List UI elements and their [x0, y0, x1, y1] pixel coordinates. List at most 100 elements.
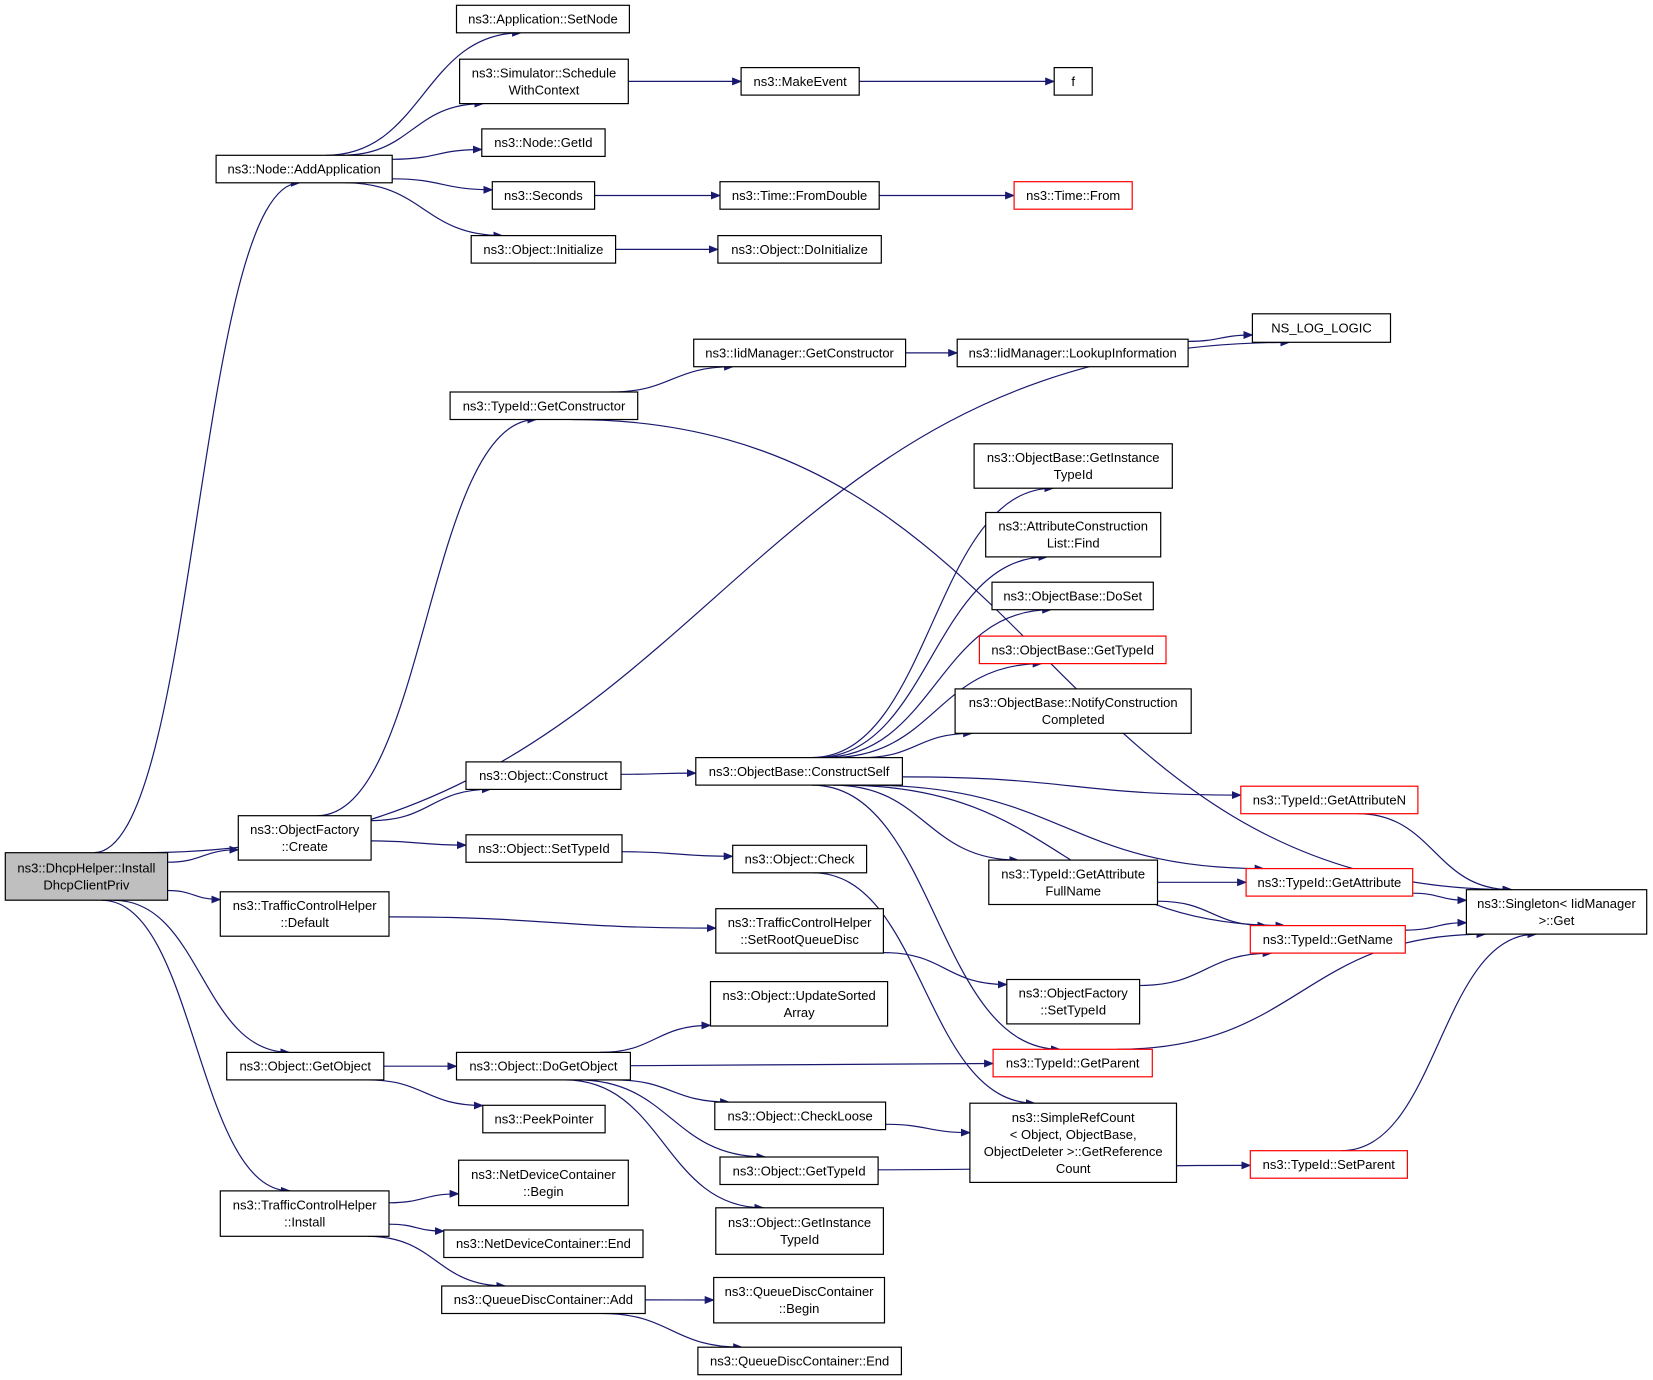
node-label-line: ns3::PeekPointer	[494, 1112, 594, 1127]
node-notify[interactable]: ns3::ObjectBase::NotifyConstructionCompl…	[954, 688, 1192, 734]
node-box	[219, 891, 390, 937]
node-doset[interactable]: ns3::ObjectBase::DoSet	[991, 581, 1154, 611]
node-box	[969, 1102, 1178, 1183]
node-setparent[interactable]: ns3::TypeId::SetParent	[1249, 1150, 1409, 1179]
node-getparent[interactable]: ns3::TypeId::GetParent	[992, 1048, 1153, 1078]
node-ofcreate[interactable]: ns3::ObjectFactory::Create	[237, 815, 372, 861]
node-seconds[interactable]: ns3::Seconds	[491, 181, 596, 210]
edge-dogetobject-to-getparent	[630, 1059, 995, 1068]
node-simplerefcount[interactable]: ns3::SimpleRefCount< Object, ObjectBase,…	[969, 1102, 1178, 1183]
edge-tchinstall-to-ndcbegin	[388, 1189, 460, 1204]
node-check[interactable]: ns3::Object::Check	[732, 844, 868, 874]
node-getobject[interactable]: ns3::Object::GetObject	[226, 1051, 385, 1081]
node-makeevent[interactable]: ns3::MakeEvent	[740, 66, 860, 96]
node-dogetobject[interactable]: ns3::Object::DoGetObject	[455, 1051, 631, 1081]
node-nslog[interactable]: NS_LOG_LOGIC	[1251, 313, 1392, 343]
node-box	[1249, 924, 1406, 954]
node-label-line: ::SetRootQueueDisc	[740, 932, 859, 947]
node-f[interactable]: f	[1053, 66, 1093, 96]
node-label-line: ::Install	[284, 1215, 325, 1230]
node-box	[215, 154, 393, 184]
node-box	[714, 1101, 887, 1131]
node-box	[985, 511, 1162, 558]
node-label-line: ns3::SimpleRefCount	[1012, 1110, 1135, 1125]
node-getattr[interactable]: ns3::TypeId::GetAttribute	[1245, 867, 1414, 897]
edge-root-to-addapp	[93, 178, 301, 854]
node-label-line: ns3::IidManager::GetConstructor	[705, 345, 894, 360]
node-ofsettypeid[interactable]: ns3::ObjectFactory::SetTypeId	[1006, 978, 1141, 1025]
node-timefrom[interactable]: ns3::Time::From	[1013, 181, 1133, 210]
edge-root-to-tchinstall	[101, 899, 291, 1195]
node-tchdefault[interactable]: ns3::TrafficControlHelper::Default	[219, 891, 390, 937]
edge-constructself-to-notify	[861, 729, 974, 759]
edge-tchinstall-to-qdcadd	[367, 1235, 507, 1290]
edge-getobject-to-peek	[367, 1079, 484, 1110]
node-label-line: ns3::TypeId::GetAttributeN	[1253, 792, 1406, 807]
node-label-line: ns3::TypeId::GetAttribute	[1001, 866, 1145, 881]
node-qdcbegin[interactable]: ns3::QueueDiscContainer::Begin	[713, 1276, 886, 1324]
node-setroot[interactable]: ns3::TrafficControlHelper::SetRootQueueD…	[715, 908, 884, 954]
node-iidgetctor[interactable]: ns3::IidManager::GetConstructor	[693, 338, 907, 368]
node-ndcend[interactable]: ns3::NetDeviceContainer::End	[443, 1229, 644, 1259]
node-box	[458, 1159, 629, 1207]
node-box	[695, 756, 903, 786]
node-label-line: ObjectDeleter >::GetReference	[984, 1144, 1163, 1159]
node-obgettypeid[interactable]: ns3::ObjectBase::GetTypeId	[978, 635, 1167, 665]
node-label-line: ns3::Object::DoGetObject	[469, 1059, 618, 1074]
node-label-line: >::Get	[1539, 913, 1575, 928]
node-qdcend[interactable]: ns3::QueueDiscContainer::End	[697, 1346, 903, 1376]
edge-constructself-to-getattrfull	[832, 784, 1020, 865]
node-typegetctor[interactable]: ns3::TypeId::GetConstructor	[449, 391, 639, 421]
node-label-line: ns3::Object::Initialize	[483, 242, 603, 257]
node-box	[740, 66, 860, 96]
edge-dogetobject-to-objgetinst	[564, 1079, 765, 1212]
node-settypeid[interactable]: ns3::Object::SetTypeId	[465, 834, 623, 863]
node-peek[interactable]: ns3::PeekPointer	[482, 1104, 606, 1134]
node-initialize[interactable]: ns3::Object::Initialize	[470, 235, 617, 264]
node-label-line: ns3::AttributeConstruction	[998, 519, 1148, 534]
node-constructself[interactable]: ns3::ObjectBase::ConstructSelf	[695, 756, 903, 786]
node-checkloose[interactable]: ns3::Object::CheckLoose	[714, 1101, 887, 1131]
node-getid[interactable]: ns3::Node::GetId	[481, 128, 606, 157]
node-box	[441, 1285, 646, 1315]
node-label-line: ns3::Application::SetNode	[468, 12, 618, 27]
node-construct[interactable]: ns3::Object::Construct	[465, 761, 622, 791]
edge-qdcadd-to-qdcend	[600, 1312, 744, 1352]
node-doinitialize[interactable]: ns3::Object::DoInitialize	[717, 235, 882, 264]
edge-dogetobject-to-checkloose	[614, 1079, 731, 1107]
edge-constructself-to-obgettypeid	[829, 659, 1043, 759]
node-box	[455, 4, 630, 34]
node-addapp[interactable]: ns3::Node::AddApplication	[215, 154, 393, 184]
node-tchinstall[interactable]: ns3::TrafficControlHelper::Install	[219, 1190, 390, 1237]
node-label-line: ns3::QueueDiscContainer::End	[710, 1354, 889, 1369]
node-box	[470, 235, 617, 264]
node-setnode[interactable]: ns3::Application::SetNode	[455, 4, 630, 34]
node-singleton[interactable]: ns3::Singleton< IidManager >::Get	[1465, 889, 1648, 935]
edge-getparent-to-singleton	[1116, 930, 1487, 1050]
edge-tchdefault-to-setroot	[388, 916, 717, 933]
node-lookup[interactable]: ns3::IidManager::LookupInformation	[956, 338, 1189, 368]
node-objgettypeid[interactable]: ns3::Object::GetTypeId	[719, 1156, 879, 1186]
edge-tchinstall-to-ndcend	[388, 1223, 445, 1236]
node-label-line: ns3::Object::GetInstance	[728, 1215, 871, 1230]
node-label-line: Count	[1056, 1161, 1091, 1176]
edge-addapp-to-setnode	[325, 28, 523, 156]
node-box	[1013, 181, 1133, 210]
node-box	[1053, 66, 1093, 96]
node-qdcadd[interactable]: ns3::QueueDiscContainer::Add	[441, 1285, 646, 1315]
node-label-line: ns3::Object::Check	[745, 852, 855, 867]
node-box	[992, 1048, 1153, 1078]
node-getname[interactable]: ns3::TypeId::GetName	[1249, 924, 1406, 954]
node-ndcbegin[interactable]: ns3::NetDeviceContainer::Begin	[458, 1159, 629, 1207]
node-label-line: TypeId	[1054, 467, 1093, 482]
node-box	[481, 128, 606, 157]
node-getattrn[interactable]: ns3::TypeId::GetAttributeN	[1240, 785, 1419, 815]
node-fromdouble[interactable]: ns3::Time::FromDouble	[719, 181, 880, 210]
